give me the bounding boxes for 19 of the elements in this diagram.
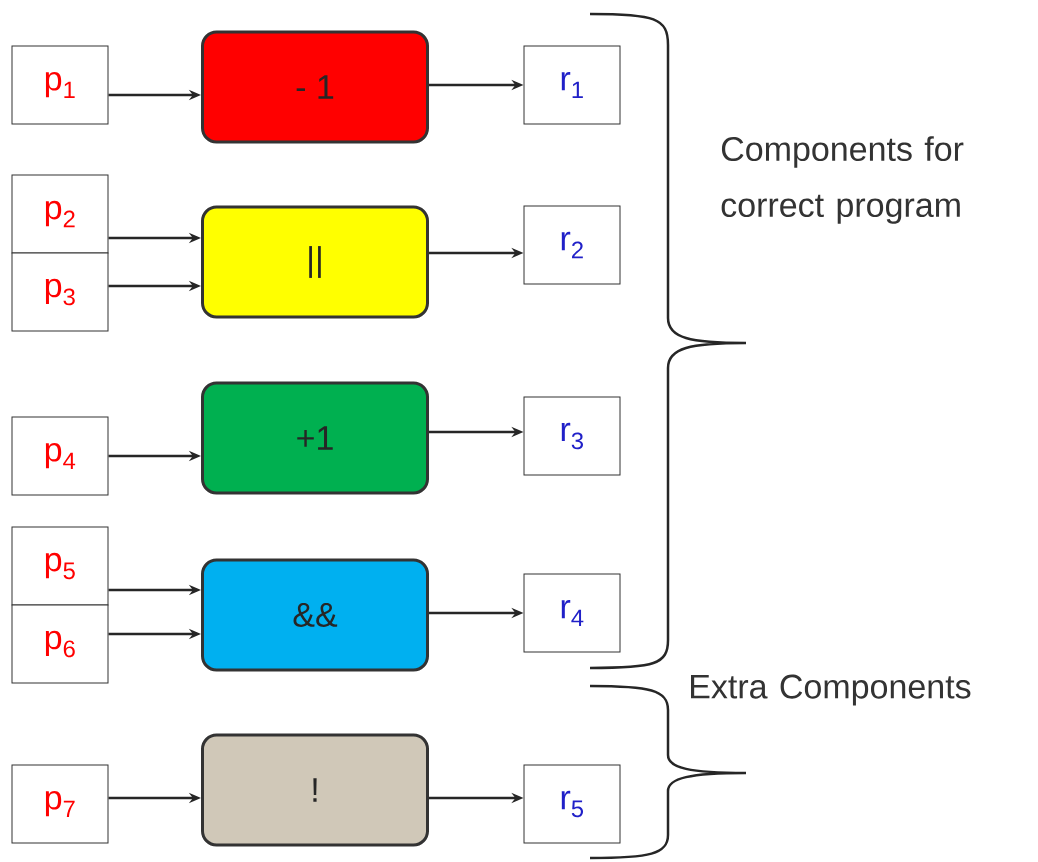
- operator-box: +1: [201, 381, 429, 495]
- result-box: r$_{1}$: [523, 45, 621, 125]
- result-box: r$_{5}$: [523, 764, 621, 844]
- input-box: p$_{6}$: [11, 604, 109, 684]
- input-box: p$_{7}$: [11, 764, 109, 844]
- input-box: p$_{3}$: [11, 252, 109, 332]
- input-box: p$_{1}$: [11, 45, 109, 125]
- brace-label: Extra Components: [691, 674, 971, 706]
- operator-box: &&: [201, 558, 429, 672]
- operator-box: ||: [201, 205, 429, 319]
- brace-label: Components for correct program: [721, 136, 964, 224]
- operator-box: - 1: [201, 30, 429, 144]
- input-box: p$_{5}$: [11, 526, 109, 606]
- input-box: p$_{2}$: [11, 174, 109, 254]
- result-box: r$_{2}$: [523, 205, 621, 285]
- input-box: p$_{4}$: [11, 416, 109, 496]
- result-box: r$_{4}$: [523, 573, 621, 653]
- result-box: r$_{3}$: [523, 396, 621, 476]
- operator-box: !: [201, 733, 429, 847]
